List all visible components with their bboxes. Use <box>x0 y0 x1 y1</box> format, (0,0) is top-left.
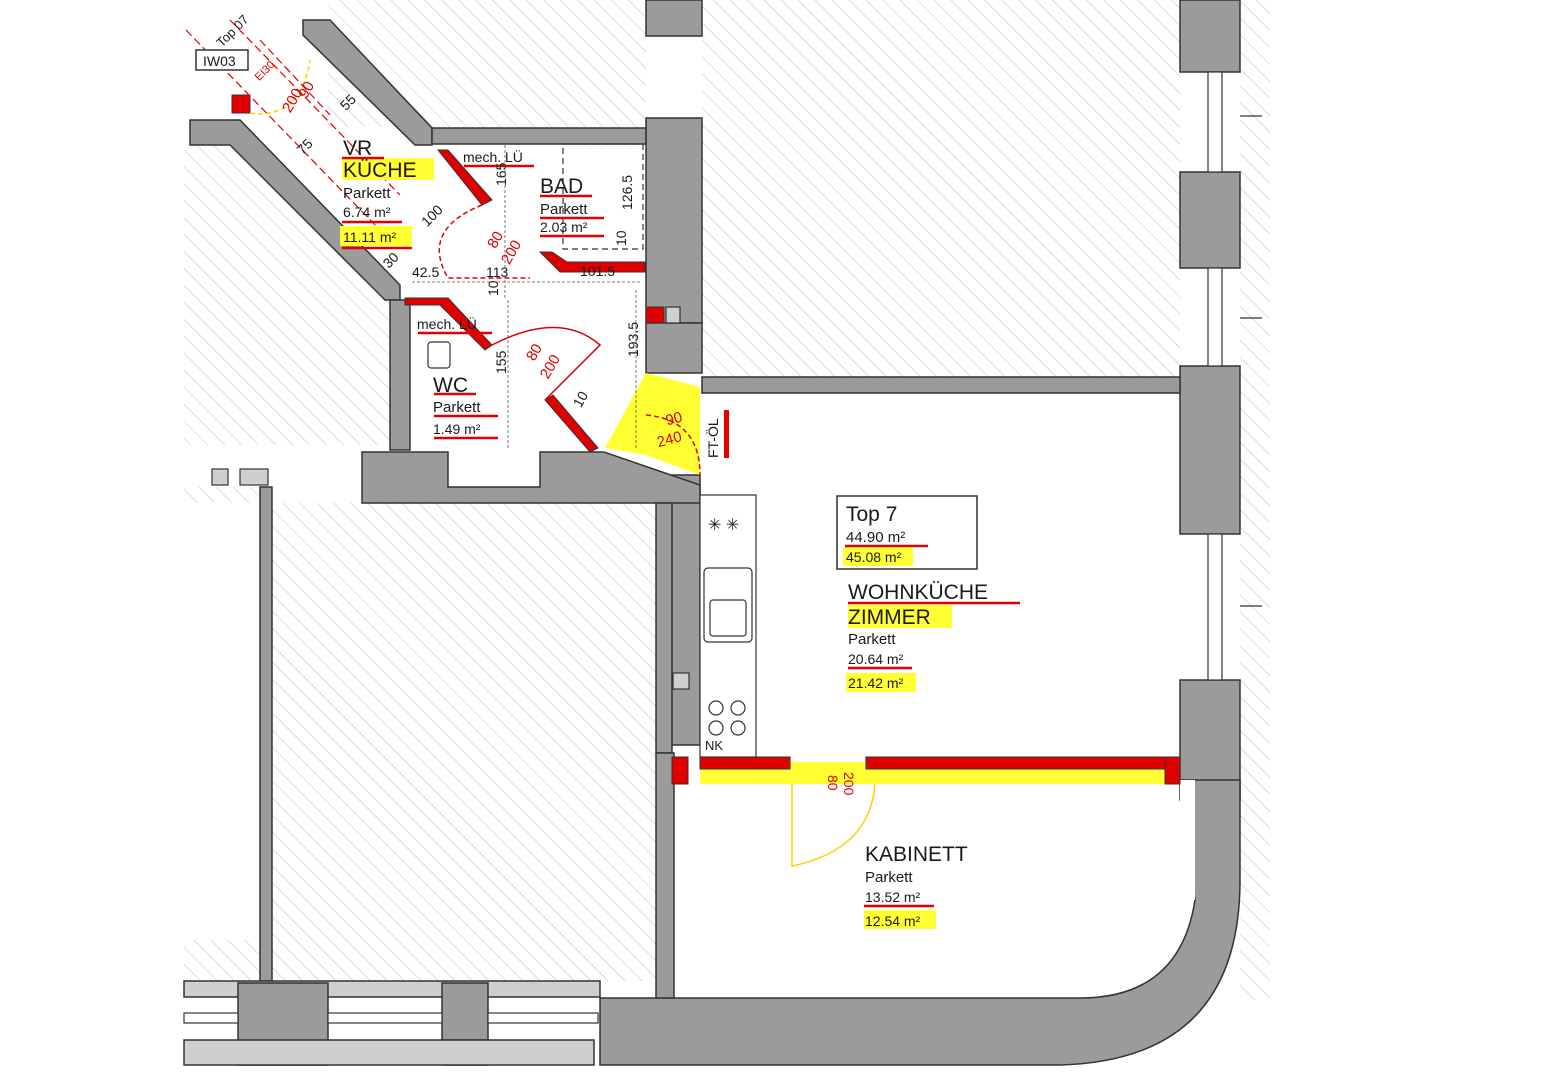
wc-vent: mech. LÜ <box>417 315 477 332</box>
red-wall-bad-bottom <box>538 251 646 273</box>
bad-area-old: 2.03 m² <box>540 219 588 235</box>
red-wall-entry <box>231 94 251 114</box>
dim-75: 75 <box>293 135 315 157</box>
door-swings <box>249 59 876 867</box>
neighbour-right-strip <box>1240 0 1270 1000</box>
kabinett-door-height: 200 <box>841 772 857 796</box>
iw03-tag: IW03 <box>203 53 236 69</box>
top-07-label: Top 07 <box>213 12 251 50</box>
neighbour-room-top-right <box>702 0 1180 377</box>
top-area-old: 44.90 m² <box>846 529 905 546</box>
bad-door-width: 80 <box>484 228 507 251</box>
iw03-tag-box <box>195 49 249 71</box>
kabinett-floor: Parkett <box>865 869 913 886</box>
windows <box>183 71 1262 1024</box>
wc-floor: Parkett <box>433 399 481 416</box>
wc-name: WC <box>433 374 468 397</box>
dim-165: 165 <box>493 162 509 186</box>
red-wall-kabinett-3 <box>1164 756 1181 785</box>
neighbour-room-top-mid <box>328 0 646 127</box>
kabinett-door-swing <box>791 783 876 867</box>
hob-ring-1 <box>708 700 724 716</box>
fixtures <box>211 143 757 758</box>
shaft-box-3 <box>672 672 690 690</box>
fire-door-tag: EI30 <box>253 59 277 83</box>
dim-193-5: 193.5 <box>625 322 641 357</box>
wohnkueche-area-new: 21.42 m² <box>848 675 904 691</box>
vr-new-name: KÜCHE <box>343 159 417 182</box>
dim-42-5: 42.5 <box>412 264 439 280</box>
bad-door-swing <box>438 204 530 279</box>
shaft-box-1 <box>211 468 229 486</box>
neighbour-room-left-lower <box>184 940 260 980</box>
bad-name: BAD <box>540 175 583 198</box>
kitchen-sink-bowl <box>709 599 747 637</box>
dim-113: 113 <box>486 264 509 280</box>
hob-ring-3 <box>708 720 724 736</box>
dim-10c: 10 <box>569 388 591 410</box>
vr-name: VR <box>343 137 372 160</box>
entry-door-width: 90 <box>295 78 318 101</box>
bad-shower <box>562 143 644 250</box>
red-wall-kabinett-4 <box>671 756 689 785</box>
top-name: Top 7 <box>846 503 897 526</box>
bad-floor: Parkett <box>540 201 588 218</box>
dim-155: 155 <box>493 350 509 374</box>
walls <box>183 0 1241 1066</box>
kabinett-door-width: 80 <box>825 775 841 791</box>
red-mark-ft-oel <box>724 410 729 458</box>
wohnkueche-area-old: 20.64 m² <box>848 651 904 667</box>
living-door-height: 240 <box>655 428 684 451</box>
dim-126-5: 126.5 <box>619 175 635 210</box>
wc-door-swing <box>491 326 602 401</box>
shaft-box-2 <box>239 468 269 486</box>
bad-vent: mech. LÜ <box>463 148 523 165</box>
red-wall-kabinett-2 <box>865 756 1167 770</box>
ft-oel-label: FT-ÖL <box>704 418 721 458</box>
dim-10b: 10 <box>485 280 501 296</box>
kabinett-area-new: 12.54 m² <box>865 913 921 929</box>
hob-ring-4 <box>730 720 746 736</box>
door-labels: 90 200 80 200 80 200 90 240 80 200 <box>279 78 857 795</box>
kabinett-name: KABINETT <box>865 843 968 866</box>
changes <box>231 94 1181 785</box>
red-wall-kuche-bad <box>436 149 493 206</box>
vr-area-old: 6.74 m² <box>343 204 391 220</box>
text-highlights <box>340 158 952 929</box>
red-wall-wc-top <box>404 297 493 351</box>
wc-door-width: 80 <box>523 341 546 364</box>
stove-symbol: ✳ ✳ <box>708 517 739 534</box>
living-door-swing <box>645 414 701 476</box>
yellow-wall-area-living <box>605 373 700 475</box>
shaft-box-4 <box>665 306 681 324</box>
wohnkueche-name: WOHNKÜCHE <box>848 581 988 604</box>
wc-washbasin <box>427 341 451 369</box>
wohnkueche-floor: Parkett <box>848 631 896 648</box>
dimension-lines <box>412 145 640 450</box>
red-wall-shaft <box>645 306 665 324</box>
nk-label: NK <box>705 738 723 753</box>
neighbour-areas <box>184 0 1270 1000</box>
hob-ring-2 <box>730 700 746 716</box>
neighbour-room-bottom-mid <box>272 503 656 981</box>
living-door-width: 90 <box>664 409 685 430</box>
dim-101-5: 101.5 <box>580 263 615 279</box>
dim-10a: 10 <box>613 230 629 246</box>
vr-area-new: 11.11 m² <box>343 229 397 245</box>
red-wall-kabinett-1 <box>699 756 791 770</box>
dim-100: 100 <box>418 201 446 229</box>
neighbour-room-left <box>184 145 390 445</box>
vr-floor: Parkett <box>343 185 391 202</box>
kabinett-area-old: 13.52 m² <box>865 889 921 905</box>
neighbour-room-bottom-left-strip <box>184 487 260 503</box>
red-underlines <box>342 156 1020 908</box>
top-area-new: 45.08 m² <box>846 549 902 565</box>
wohnkueche-new-name: ZIMMER <box>848 606 931 629</box>
entry-door-swing <box>249 59 311 115</box>
wc-area-old: 1.49 m² <box>433 421 481 437</box>
entry-planning-lines <box>185 19 401 231</box>
red-wall-wc-diag <box>544 394 599 453</box>
